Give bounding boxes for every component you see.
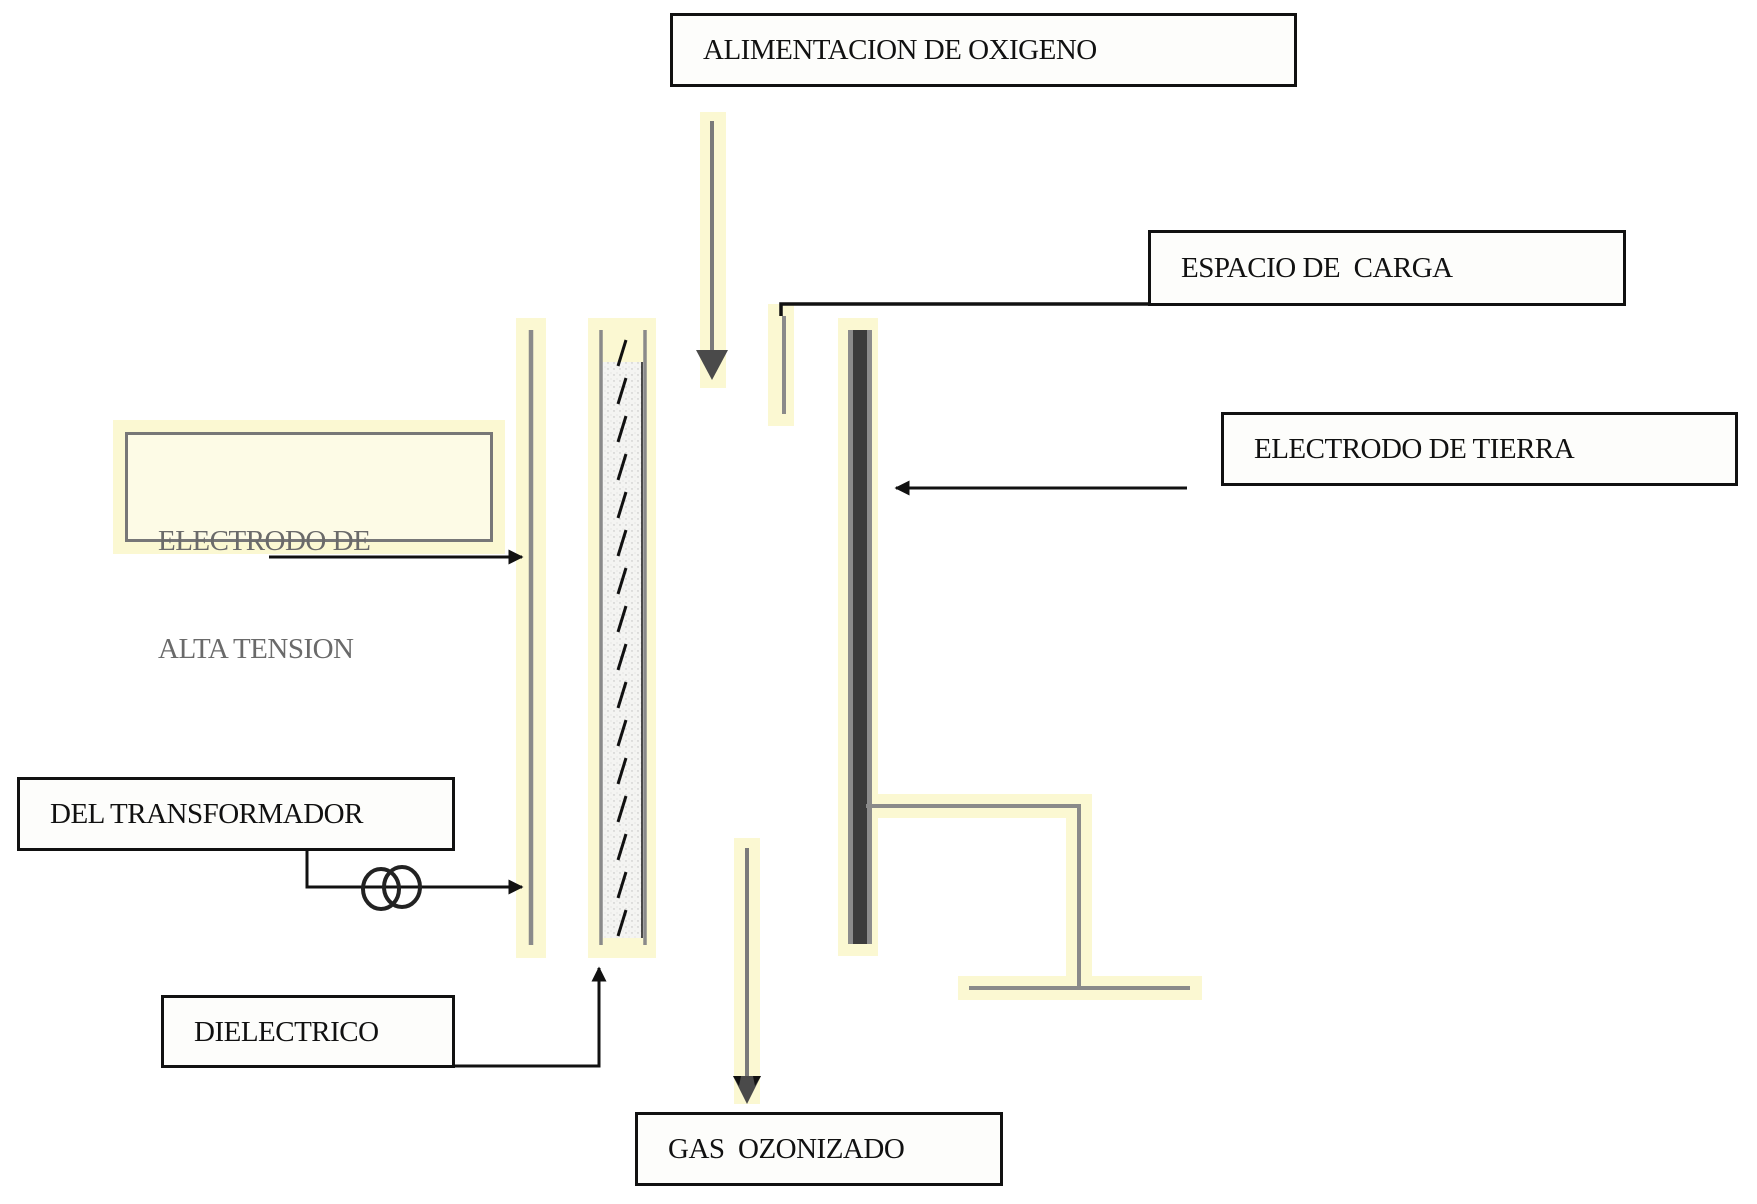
dielectric-label: DIELECTRICO [161,995,455,1068]
hatch-stroke [616,453,628,481]
hatch-stroke [616,643,628,671]
hatch-stroke [616,377,628,405]
ground-electrode-label: ELECTRODO DE TIERRA [1221,412,1738,486]
space-charge-label: ESPACIO DE CARGA [1148,230,1626,306]
hatch-stroke [616,681,628,709]
ground-electrode-plate [848,330,872,944]
transformer-label: DEL TRANSFORMADOR [17,777,455,851]
hatch-stroke [616,605,628,633]
space-charge-leader [779,302,1148,414]
ozonized-gas-outlet-arrow [733,848,761,1104]
hatch-stroke [616,529,628,557]
hatch-stroke [616,567,628,595]
hatch-stroke [616,795,628,823]
hatch-stroke [616,415,628,443]
dielectric-plate [599,330,647,945]
hatch-stroke [616,757,628,785]
oxygen-inlet-arrow [696,121,728,380]
high-voltage-electrode-label: ELECTRODO DE ALTA TENSION [125,432,493,665]
hatch-stroke [616,833,628,861]
ozonized-gas-label: GAS OZONIZADO [635,1112,1003,1186]
transformer-connection [305,849,524,911]
hatch-stroke [616,339,628,367]
hatch-stroke [616,491,628,519]
hv-label-line-2: ALTA TENSION [158,633,354,665]
hv-label-line-1: ELECTRODO DE [158,525,371,557]
transformer-icon [361,865,422,911]
oxygen-feed-label: ALIMENTACION DE OXIGENO [670,13,1297,87]
dielectric-hatching [616,339,628,937]
hatch-stroke [616,719,628,747]
hatch-stroke [616,909,628,937]
dielectric-arrow [454,966,607,1068]
ground-connection [866,804,1190,990]
hatch-stroke [616,871,628,899]
